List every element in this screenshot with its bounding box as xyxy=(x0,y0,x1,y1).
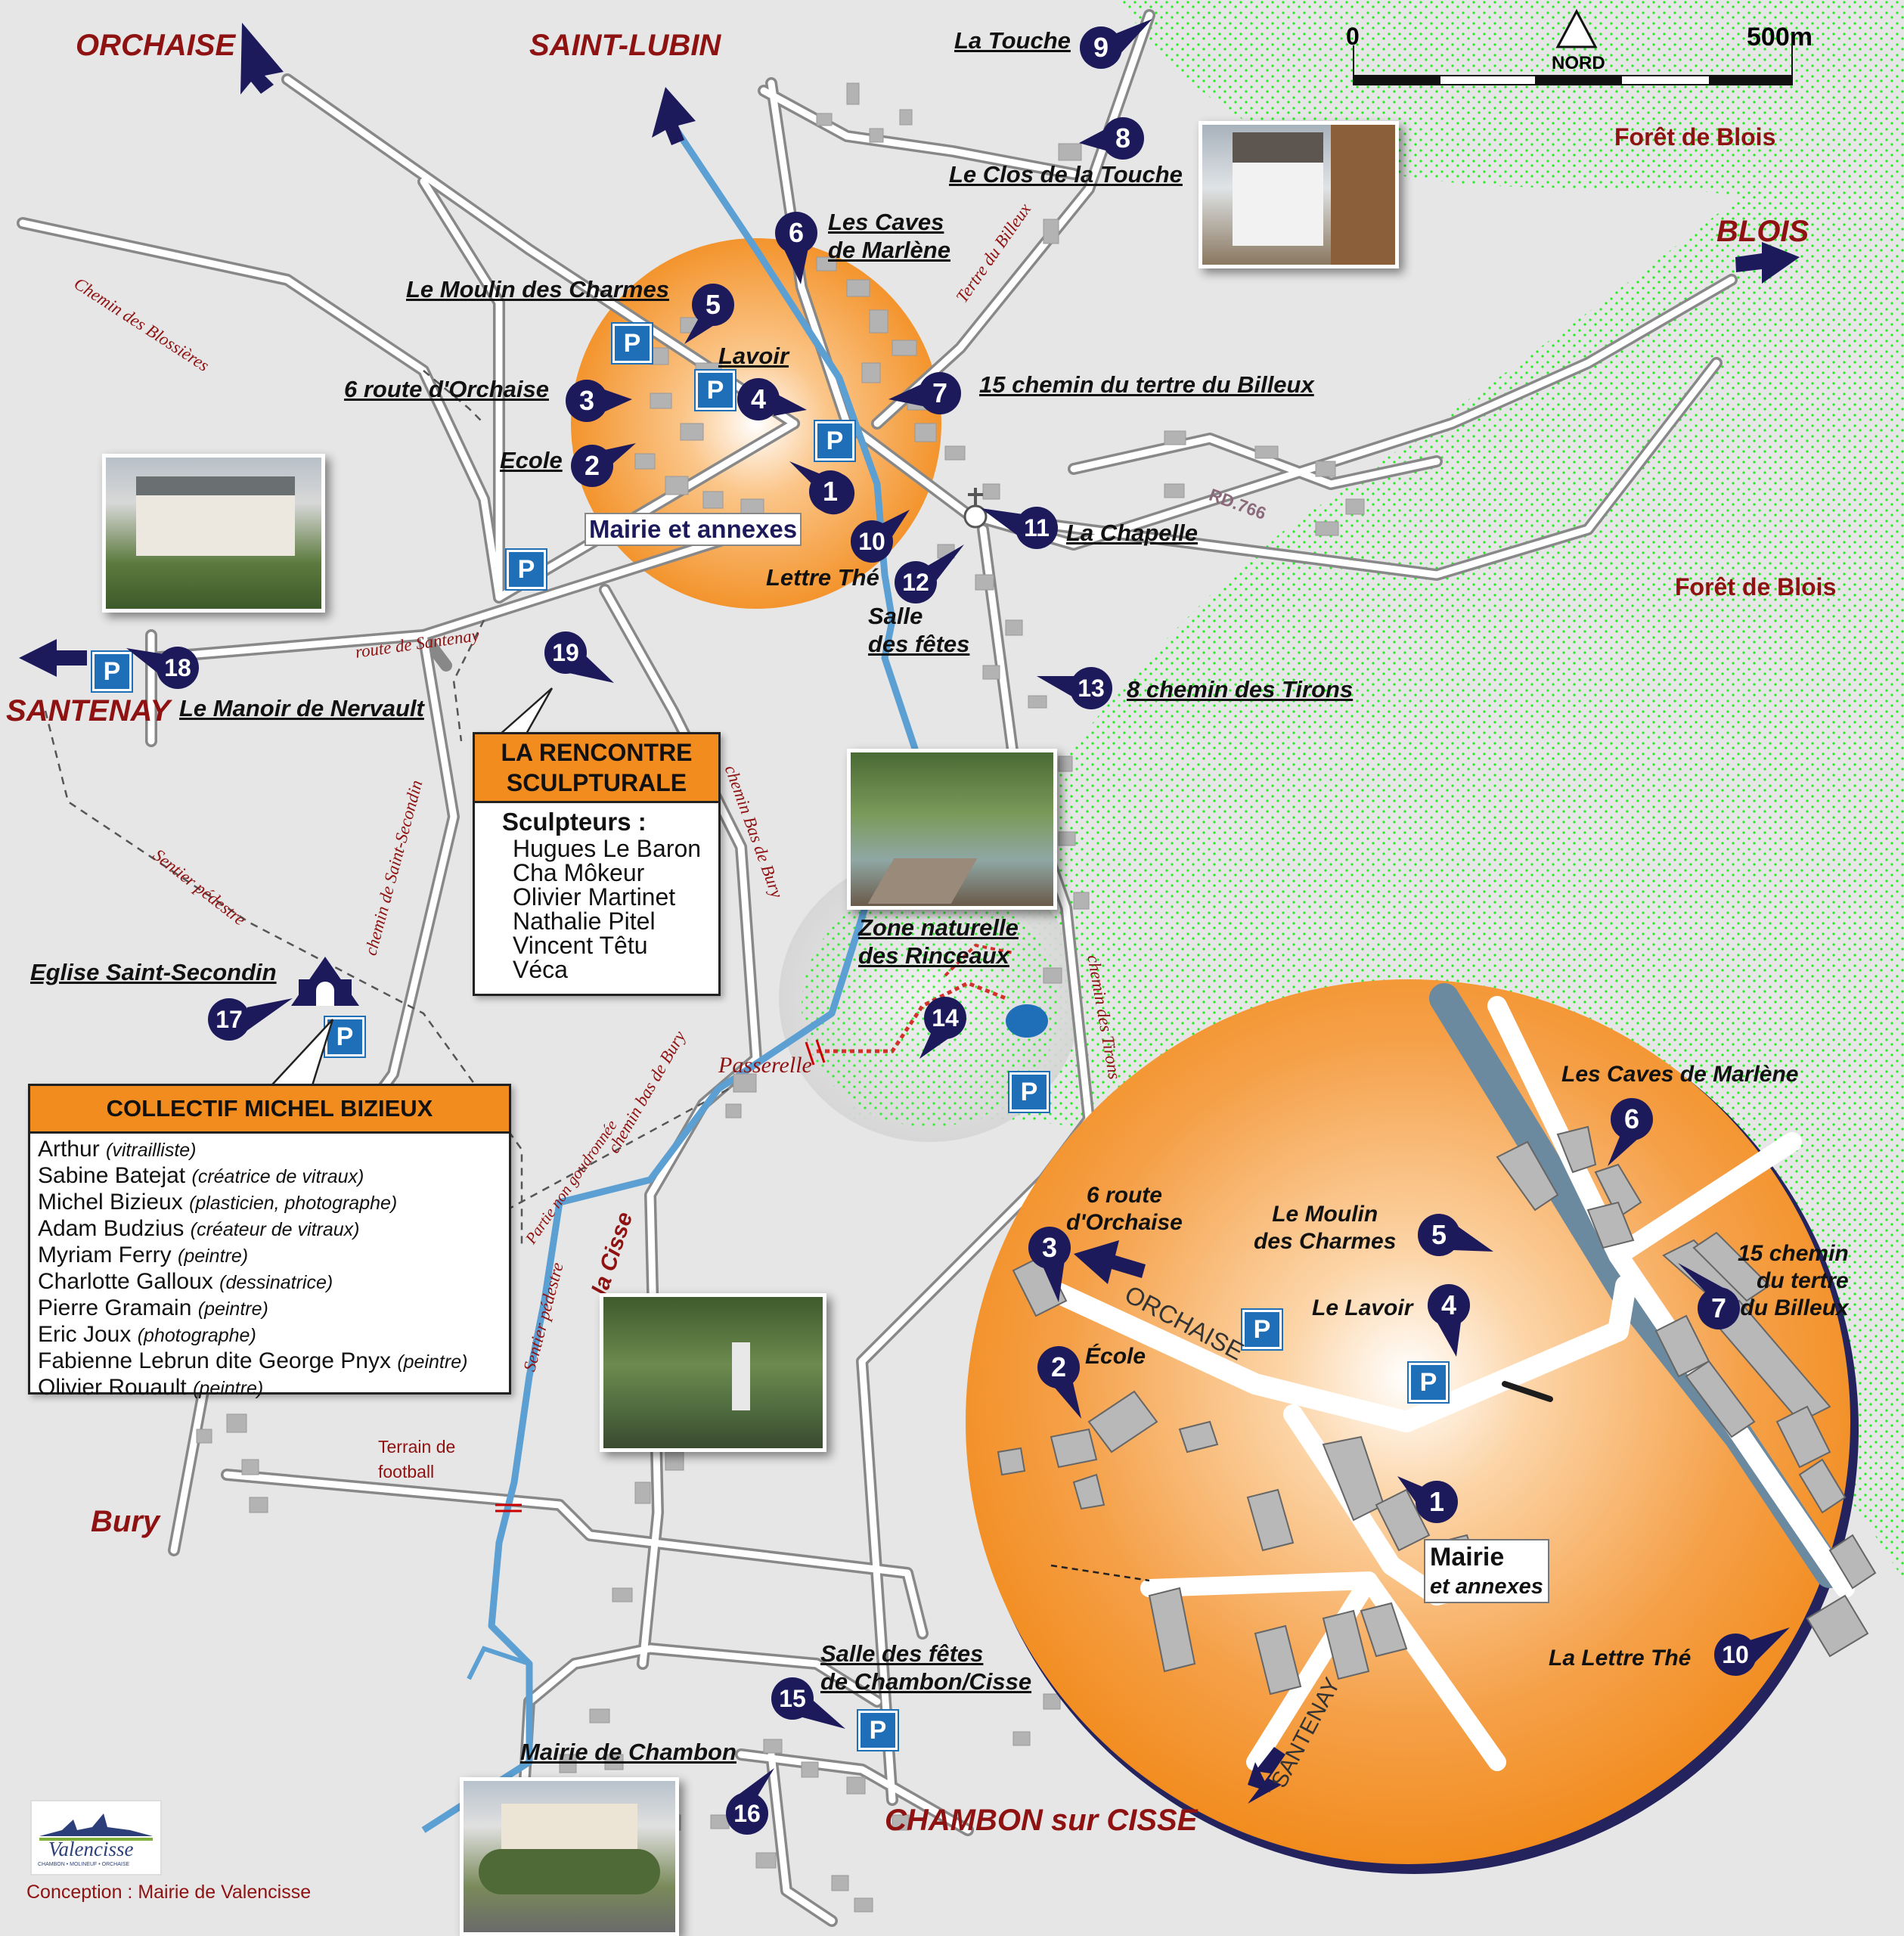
parking-sign: P xyxy=(505,548,547,591)
parking-sign: P xyxy=(857,1709,899,1751)
site-label-chapelle[interactable]: La Chapelle xyxy=(1066,520,1198,546)
photo-zone-naturelle xyxy=(847,749,1057,910)
zone-trail xyxy=(817,981,1006,1053)
parking-sign: P xyxy=(1008,1071,1050,1113)
rencontre-subtitle: Sculpteurs : xyxy=(502,808,647,836)
site-label-lettre-the[interactable]: Lettre Thé xyxy=(766,564,879,591)
collectif-box: COLLECTIF MICHEL BIZIEUX Arthur (vitrail… xyxy=(28,1084,511,1400)
scale-zero: 0 xyxy=(1346,23,1360,50)
sculptor: Hugues Le Baron xyxy=(513,835,702,862)
logo-name: Valencisse xyxy=(48,1838,134,1860)
collectif-member: Eric Joux (photographe) xyxy=(38,1322,256,1347)
buildings xyxy=(196,82,1365,1913)
forest-label: Forêt de Blois xyxy=(1614,123,1776,150)
site-label-clos-touche[interactable]: Le Clos de la Touche xyxy=(949,161,1183,188)
inset-santenay-arrow xyxy=(1248,1747,1285,1804)
north-label: NORD xyxy=(1552,53,1605,73)
site-label-lavoir[interactable]: Lavoir xyxy=(718,343,789,369)
collectif-member: Fabienne Lebrun dite George Pnyx (peintr… xyxy=(38,1348,468,1373)
photo-clos-de-la-touche xyxy=(1199,121,1399,268)
valencisse-logo: Valencisse CHAMBON • MOLINEUF • ORCHAISE xyxy=(30,1800,162,1876)
town-chambon: CHAMBON sur CISSE xyxy=(885,1804,1198,1837)
road-label-football: football xyxy=(378,1462,435,1481)
town-orchaise: ORCHAISE xyxy=(76,29,236,62)
credit: Conception : Mairie de Valencisse xyxy=(26,1882,312,1903)
inset-orchaise-arrow xyxy=(1074,1240,1146,1284)
parking-sign: P xyxy=(91,650,133,693)
site-label-eglise[interactable]: Eglise Saint-Secondin xyxy=(30,959,277,985)
logo-tagline: CHAMBON • MOLINEUF • ORCHAISE xyxy=(38,1862,130,1867)
parking-sign: P xyxy=(694,369,736,411)
site-label-orchaise[interactable]: 6 route d'Orchaise xyxy=(344,376,549,402)
passerelle-label: Passerelle xyxy=(718,1053,812,1078)
collectif-member: Arthur (vitrailliste) xyxy=(38,1137,197,1162)
sculptor: Cha Môkeur xyxy=(513,859,645,886)
town-saint-lubin: SAINT-LUBIN xyxy=(529,29,721,62)
parking-sign: P xyxy=(1407,1361,1450,1404)
town-santenay: SANTENAY xyxy=(6,694,171,728)
site-label-la-touche[interactable]: La Touche xyxy=(954,27,1071,54)
collectif-member: Adam Budzius (créateur de vitraux) xyxy=(38,1216,360,1241)
town-bury: Bury xyxy=(91,1505,160,1538)
site-label-mairie-chambon[interactable]: Mairie de Chambon xyxy=(520,1739,736,1765)
site-label-moulin[interactable]: Le Moulin des Charmes xyxy=(406,276,669,302)
site-label-tirons[interactable]: 8 chemin des Tirons xyxy=(1127,676,1354,703)
photo-sculpture xyxy=(600,1293,826,1452)
inset-label-lavoir: Le Lavoir xyxy=(1312,1295,1413,1320)
photo-manoir-de-nervault xyxy=(102,454,325,613)
scale-end: 500m xyxy=(1747,23,1813,51)
parking-sign: P xyxy=(611,322,653,365)
site-label-tertre[interactable]: 15 chemin du tertre du Billeux xyxy=(979,371,1314,398)
parking-sign: P xyxy=(814,420,856,462)
collectif-title: COLLECTIF MICHEL BIZIEUX xyxy=(30,1086,509,1134)
site-label-manoir[interactable]: Le Manoir de Nervault xyxy=(179,695,424,721)
sculptor: Véca xyxy=(513,956,568,983)
sculptor: Olivier Martinet xyxy=(513,883,676,911)
collectif-member: Michel Bizieux (plasticien, photographe) xyxy=(38,1190,398,1215)
direction-arrows xyxy=(19,23,1800,677)
photo-mairie-de-chambon xyxy=(460,1777,679,1936)
site-label-ecole[interactable]: Ecole xyxy=(500,447,563,473)
sculptor: Nathalie Pitel xyxy=(513,908,656,935)
collectif-member: Charlotte Galloux (dessinatrice) xyxy=(38,1269,333,1294)
inset-buildings xyxy=(997,1125,1877,1696)
inset-label-ecole: École xyxy=(1085,1344,1146,1369)
inset-label-caves: Les Caves de Marlène xyxy=(1561,1062,1799,1087)
sculptor: Vincent Têtu xyxy=(513,932,648,959)
collectif-member: Olivier Rouault (peintre) xyxy=(38,1375,264,1400)
parking-sign: P xyxy=(1241,1308,1283,1351)
town-blois: BLOIS xyxy=(1716,215,1809,248)
collectif-member: Pierre Gramain (peintre) xyxy=(38,1295,268,1320)
scale-bar xyxy=(1353,8,1793,85)
parking-sign: P xyxy=(324,1016,366,1058)
site-label-mairie[interactable]: Mairie et annexes xyxy=(585,513,802,546)
collectif-member: Sabine Batejat (créatrice de vitraux) xyxy=(38,1163,364,1188)
logo-skyline-icon xyxy=(39,1813,153,1841)
forest-label: Forêt de Blois xyxy=(1675,573,1837,600)
collectif-member: Myriam Ferry (peintre) xyxy=(38,1243,249,1267)
inset-label-lettre-the: La Lettre Thé xyxy=(1549,1646,1692,1671)
road-label-terrain: Terrain de xyxy=(378,1437,456,1457)
